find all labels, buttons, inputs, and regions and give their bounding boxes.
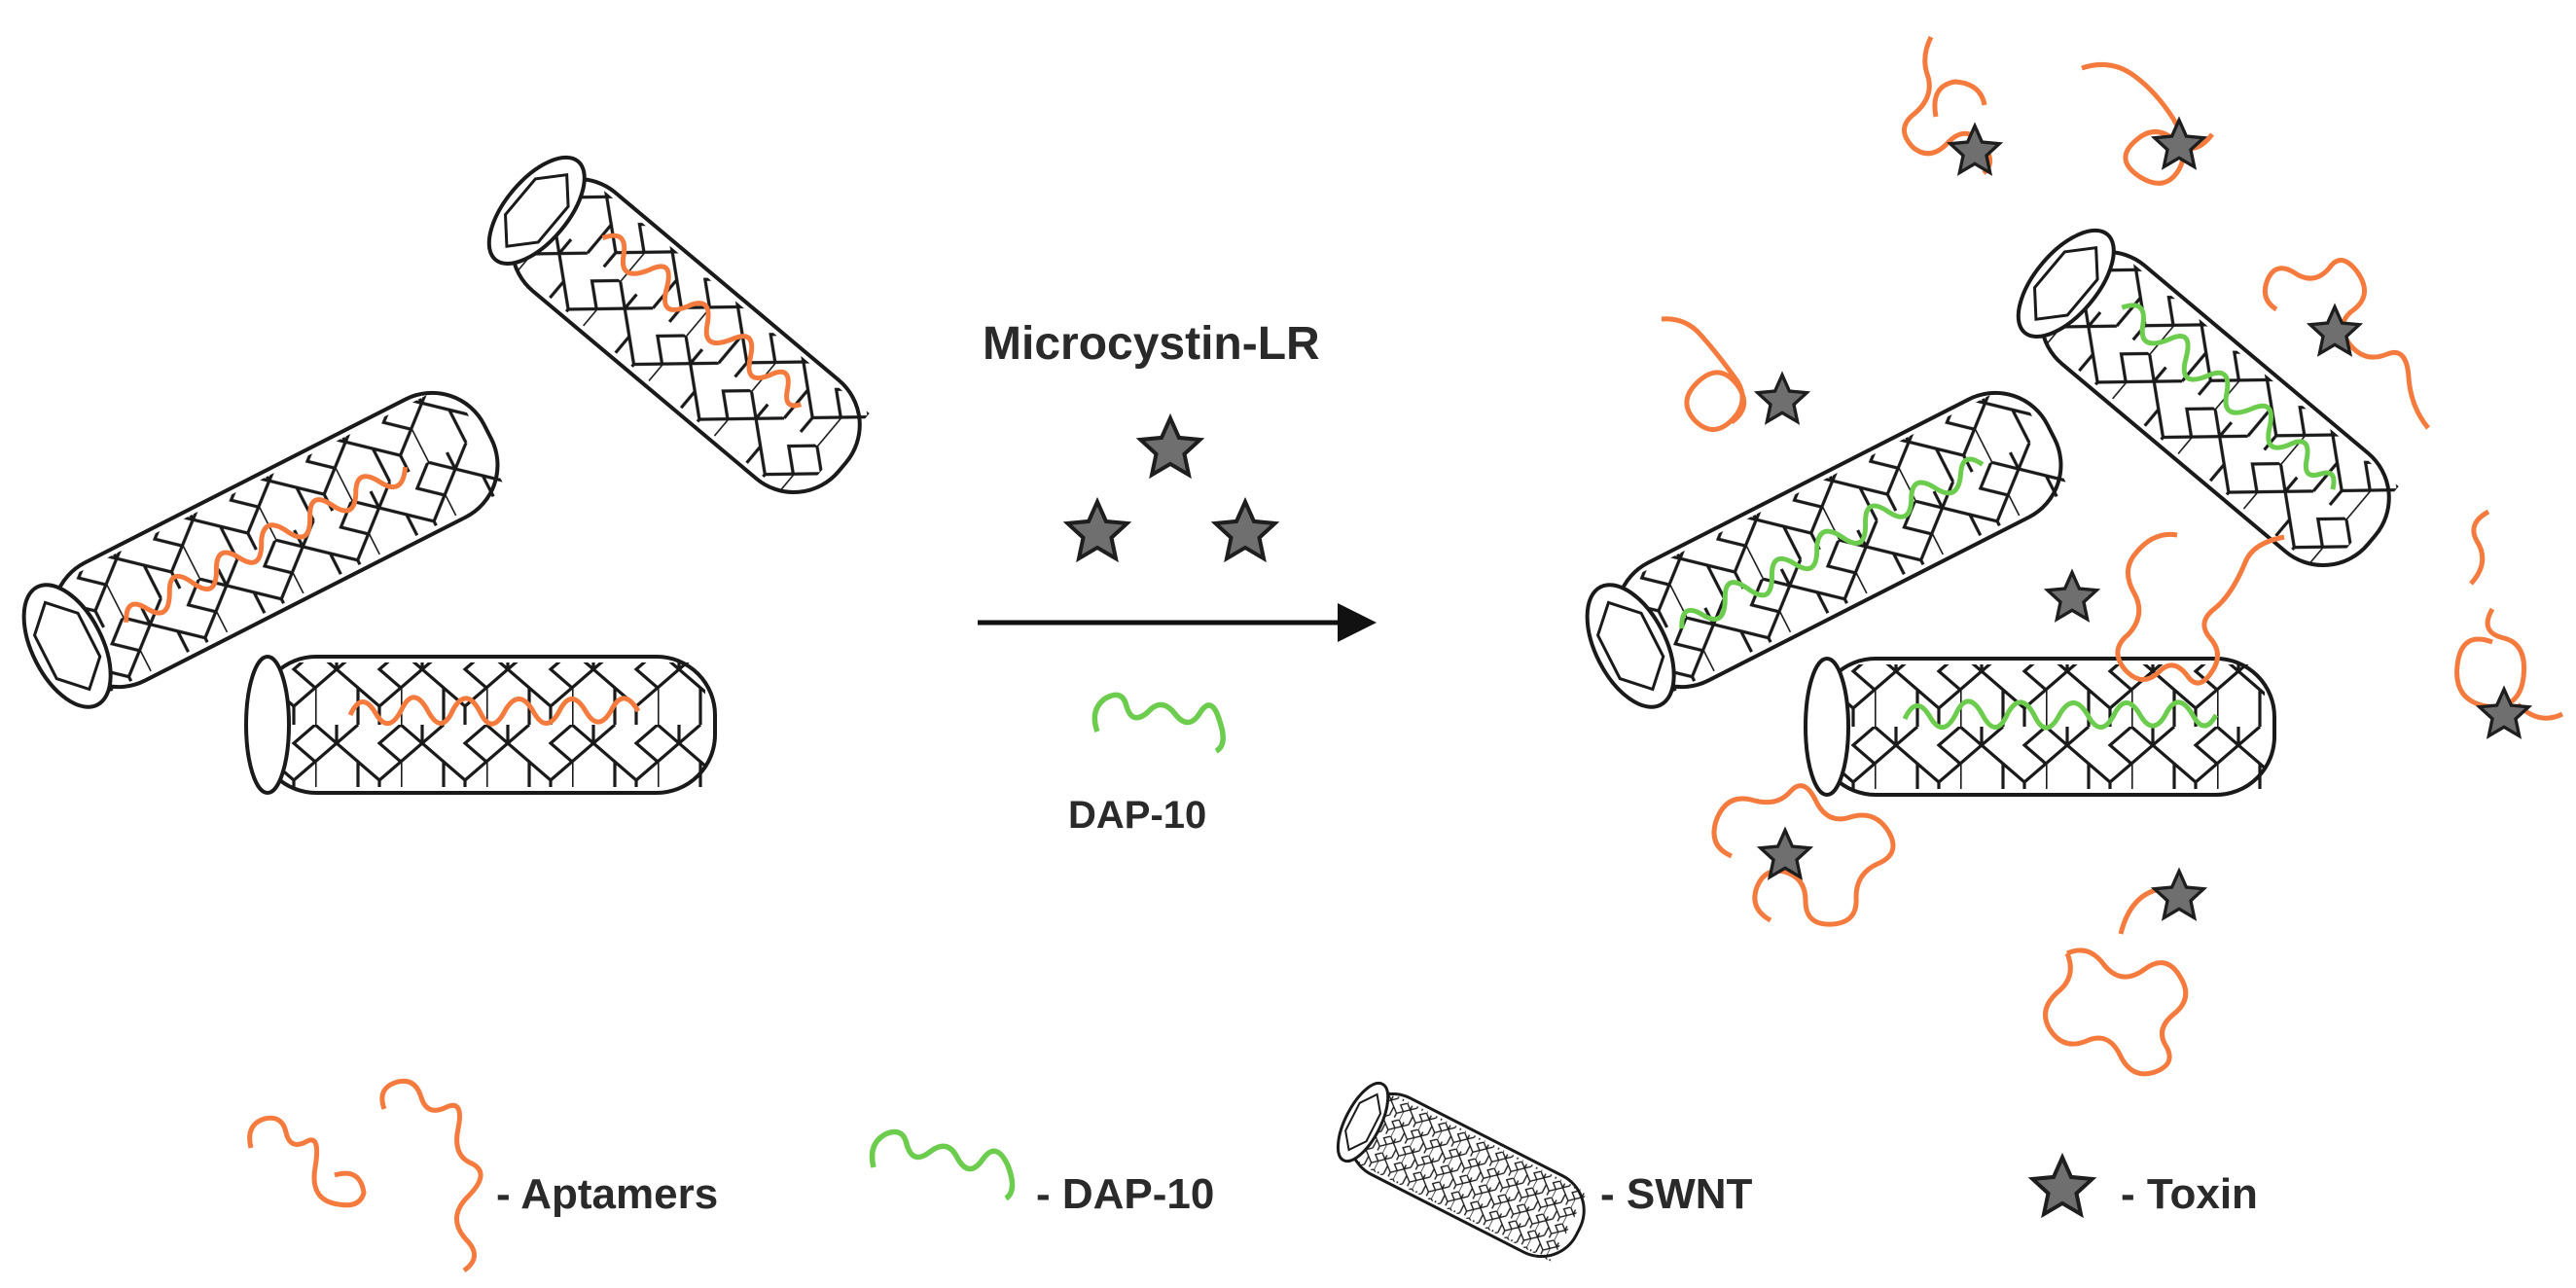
dap10-strand bbox=[1091, 692, 1226, 754]
toxin-star bbox=[1756, 373, 1808, 424]
swnt-tube bbox=[2016, 228, 2399, 576]
toxin-star bbox=[1215, 502, 1274, 558]
toxin-star bbox=[1140, 418, 1199, 475]
aptamer-swnt-complexes bbox=[21, 155, 870, 795]
aptamer-toxin-complex bbox=[2262, 258, 2430, 430]
aptamer-strand bbox=[347, 695, 641, 727]
right-arrow bbox=[978, 603, 1377, 642]
legend-dap10-icon bbox=[869, 1128, 1016, 1201]
dap10-strand bbox=[1902, 698, 2219, 731]
aptamer-toxin-complex bbox=[2043, 869, 2205, 1077]
legend-swnt-icon bbox=[1336, 1081, 1588, 1263]
aptamer-strand bbox=[124, 466, 409, 623]
toxin-star bbox=[2153, 118, 2205, 169]
toxin-star bbox=[2153, 869, 2205, 920]
aptamer-toxin-complex bbox=[2081, 61, 2214, 186]
legend-dap10-label: - DAP-10 bbox=[1036, 1170, 1215, 1218]
reaction-step bbox=[978, 418, 1377, 754]
dap10-strand bbox=[2121, 303, 2337, 490]
toxin-star bbox=[2478, 687, 2530, 738]
legend-aptamers-label: - Aptamers bbox=[496, 1170, 719, 1218]
swnt-tube bbox=[1804, 657, 2276, 797]
aptamer-toxin-complex bbox=[1902, 35, 2001, 175]
swnt-tube bbox=[486, 155, 870, 503]
toxin-star bbox=[2046, 570, 2098, 622]
legend-toxin-icon bbox=[2032, 1158, 2092, 1214]
aptamer-strand bbox=[2454, 509, 2564, 721]
legend-toxin-label: - Toxin bbox=[2121, 1170, 2258, 1218]
swnt-tube bbox=[1585, 382, 2070, 709]
dap10-reagent-label: DAP-10 bbox=[1068, 794, 1207, 837]
aptamer-toxin-complex bbox=[1711, 783, 1896, 927]
aptamer-toxin-complex bbox=[1661, 316, 1808, 432]
swnt-tube bbox=[244, 655, 717, 795]
aptamer-toxin-complex bbox=[2454, 509, 2564, 738]
aptamer-strand bbox=[2262, 258, 2430, 430]
aptamer-strand bbox=[2115, 531, 2285, 686]
aptamer-toxin-complex bbox=[2046, 531, 2285, 686]
toxin-star bbox=[1067, 502, 1127, 558]
microcystin-lr-label: Microcystin-LR bbox=[983, 318, 1320, 370]
legend-swnt-label: - SWNT bbox=[1600, 1170, 1753, 1218]
dap10-strand bbox=[1679, 456, 1985, 629]
aptamer-strand bbox=[1661, 316, 1747, 432]
legend-aptamers-icon bbox=[247, 1078, 483, 1273]
swnt-tube bbox=[21, 382, 507, 709]
aptamer-strand bbox=[601, 233, 803, 409]
legend bbox=[247, 1078, 2093, 1273]
dap10-swnt-complexes bbox=[1585, 35, 2564, 1077]
aptamer-strand bbox=[1711, 783, 1896, 927]
